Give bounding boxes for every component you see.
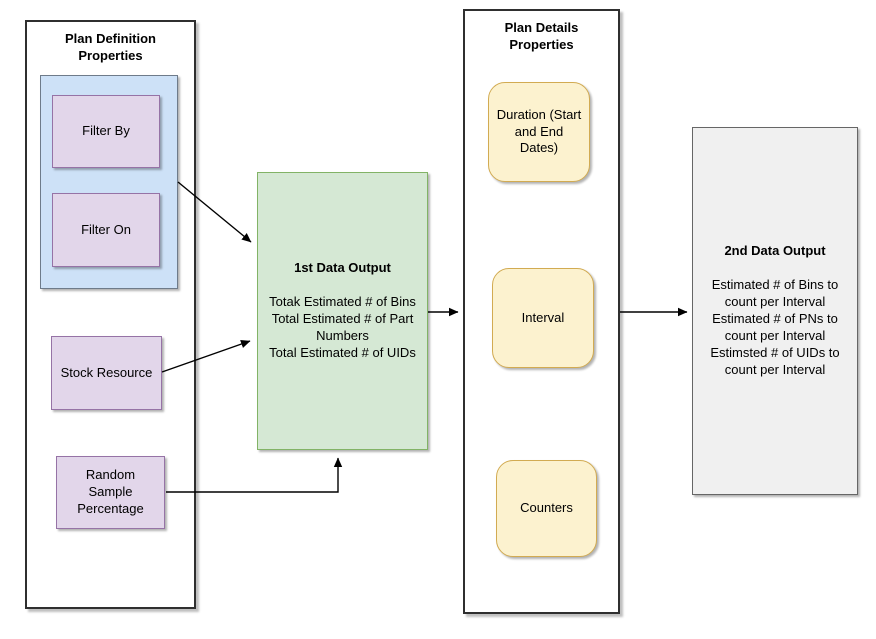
stock-resource-box: Stock Resource	[51, 336, 162, 410]
duration-box: Duration (Start and End Dates)	[488, 82, 590, 182]
first-data-output-body: Totak Estimated # of Bins Total Estimate…	[269, 294, 416, 360]
first-data-output-title: 1st Data Output	[294, 260, 391, 276]
counters-box: Counters	[496, 460, 597, 557]
interval-box: Interval	[492, 268, 594, 368]
filter-on-label: Filter On	[81, 221, 131, 237]
second-data-output-body: Estimated # of Bins to count per Interva…	[710, 277, 840, 377]
random-sample-label: Random Sample Percentage	[77, 467, 144, 516]
random-sample-box: Random Sample Percentage	[56, 456, 165, 529]
filter-by-box: Filter By	[52, 95, 160, 168]
duration-label: Duration (Start and End Dates)	[496, 106, 582, 156]
second-data-output-title: 2nd Data Output	[724, 243, 826, 259]
plan-definition-title: Plan Definition Properties	[65, 31, 156, 63]
second-data-output-box: 2nd Data Output Estimated # of Bins to c…	[692, 127, 858, 495]
interval-label: Interval	[521, 309, 565, 325]
filter-on-box: Filter On	[52, 193, 160, 267]
stock-resource-label: Stock Resource	[60, 364, 153, 380]
counters-label: Counters	[520, 500, 573, 516]
first-data-output-box: 1st Data Output Totak Estimated # of Bin…	[257, 172, 428, 450]
filter-by-label: Filter By	[82, 123, 130, 139]
plan-details-title: Plan Details Properties	[504, 20, 579, 52]
